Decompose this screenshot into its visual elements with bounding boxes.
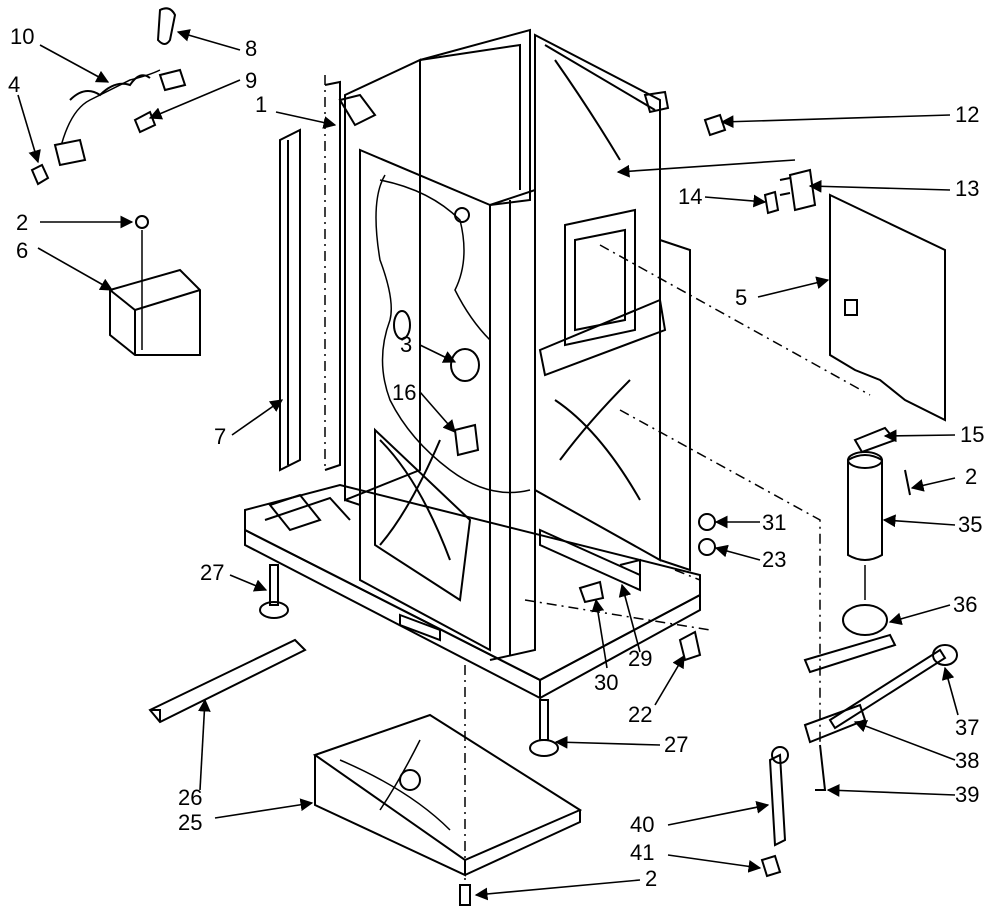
leveling-leg-27b xyxy=(529,699,559,757)
callout-16: 16 xyxy=(392,380,416,405)
callout-31: 31 xyxy=(762,510,786,535)
callout-14: 14 xyxy=(678,184,702,209)
callout-7: 7 xyxy=(214,424,226,449)
pad-26 xyxy=(148,638,307,724)
screw-30 xyxy=(578,580,605,604)
base-frame xyxy=(244,483,701,700)
callout-13: 13 xyxy=(955,176,979,201)
callout-35: 35 xyxy=(958,512,982,537)
cover-6 xyxy=(109,230,201,356)
lever-37 xyxy=(828,644,958,730)
callout-4: 4 xyxy=(8,72,20,97)
switch-13 xyxy=(779,168,817,212)
callout-6: 6 xyxy=(16,238,28,263)
clip-22 xyxy=(678,630,702,662)
callout-15: 15 xyxy=(960,422,984,447)
callout-37: 37 xyxy=(955,715,979,740)
connector-16 xyxy=(453,423,480,457)
strain-relief-9 xyxy=(133,110,157,134)
callout-2-top: 2 xyxy=(16,210,28,235)
cord-clamp-8 xyxy=(156,7,177,45)
callout-5: 5 xyxy=(735,285,747,310)
clip-14 xyxy=(763,190,780,215)
callout-25: 25 xyxy=(178,810,202,835)
callout-labels: 10 8 9 4 1 12 14 13 2 6 5 3 16 7 15 2 31… xyxy=(8,24,984,891)
screw-2-top xyxy=(135,215,149,229)
leveling-leg-27a xyxy=(259,564,289,619)
panel-5 xyxy=(829,193,946,422)
screw-39 xyxy=(815,744,827,791)
callout-1: 1 xyxy=(255,92,267,117)
callout-8: 8 xyxy=(245,36,257,61)
grommet-3 xyxy=(450,348,480,382)
callout-39: 39 xyxy=(955,782,979,807)
cabinet-frame xyxy=(338,28,691,661)
side-panel-7 xyxy=(279,80,341,472)
callout-30: 30 xyxy=(594,670,618,695)
capacitor-35 xyxy=(847,451,883,600)
nut-31 xyxy=(698,513,716,531)
alignment-lines xyxy=(324,75,871,885)
callout-40: 40 xyxy=(630,812,654,837)
screw-2-bottom xyxy=(459,884,471,906)
leader-lines xyxy=(17,29,959,901)
callout-27-left: 27 xyxy=(200,560,224,585)
callout-23: 23 xyxy=(762,547,786,572)
power-cord-10 xyxy=(53,68,187,167)
bracket-38 xyxy=(803,703,867,744)
screw-12 xyxy=(703,113,727,137)
bracket-36 xyxy=(803,604,897,674)
callout-41: 41 xyxy=(630,840,654,865)
callout-2-bottom: 2 xyxy=(645,866,657,891)
callout-29: 29 xyxy=(628,646,652,671)
callout-3: 3 xyxy=(400,332,412,357)
callout-10: 10 xyxy=(10,24,34,49)
callout-26: 26 xyxy=(178,785,202,810)
callout-2-right: 2 xyxy=(965,464,977,489)
base-pan-25 xyxy=(312,713,583,877)
callout-36: 36 xyxy=(953,592,977,617)
callout-12: 12 xyxy=(955,102,979,127)
callout-9: 9 xyxy=(245,68,257,93)
callout-27-right: 27 xyxy=(664,732,688,757)
spring-40 xyxy=(768,746,789,847)
cap-41 xyxy=(760,854,782,878)
callout-22: 22 xyxy=(628,702,652,727)
nut-23 xyxy=(698,538,716,556)
callout-38: 38 xyxy=(955,748,979,773)
screw-4 xyxy=(30,163,50,186)
